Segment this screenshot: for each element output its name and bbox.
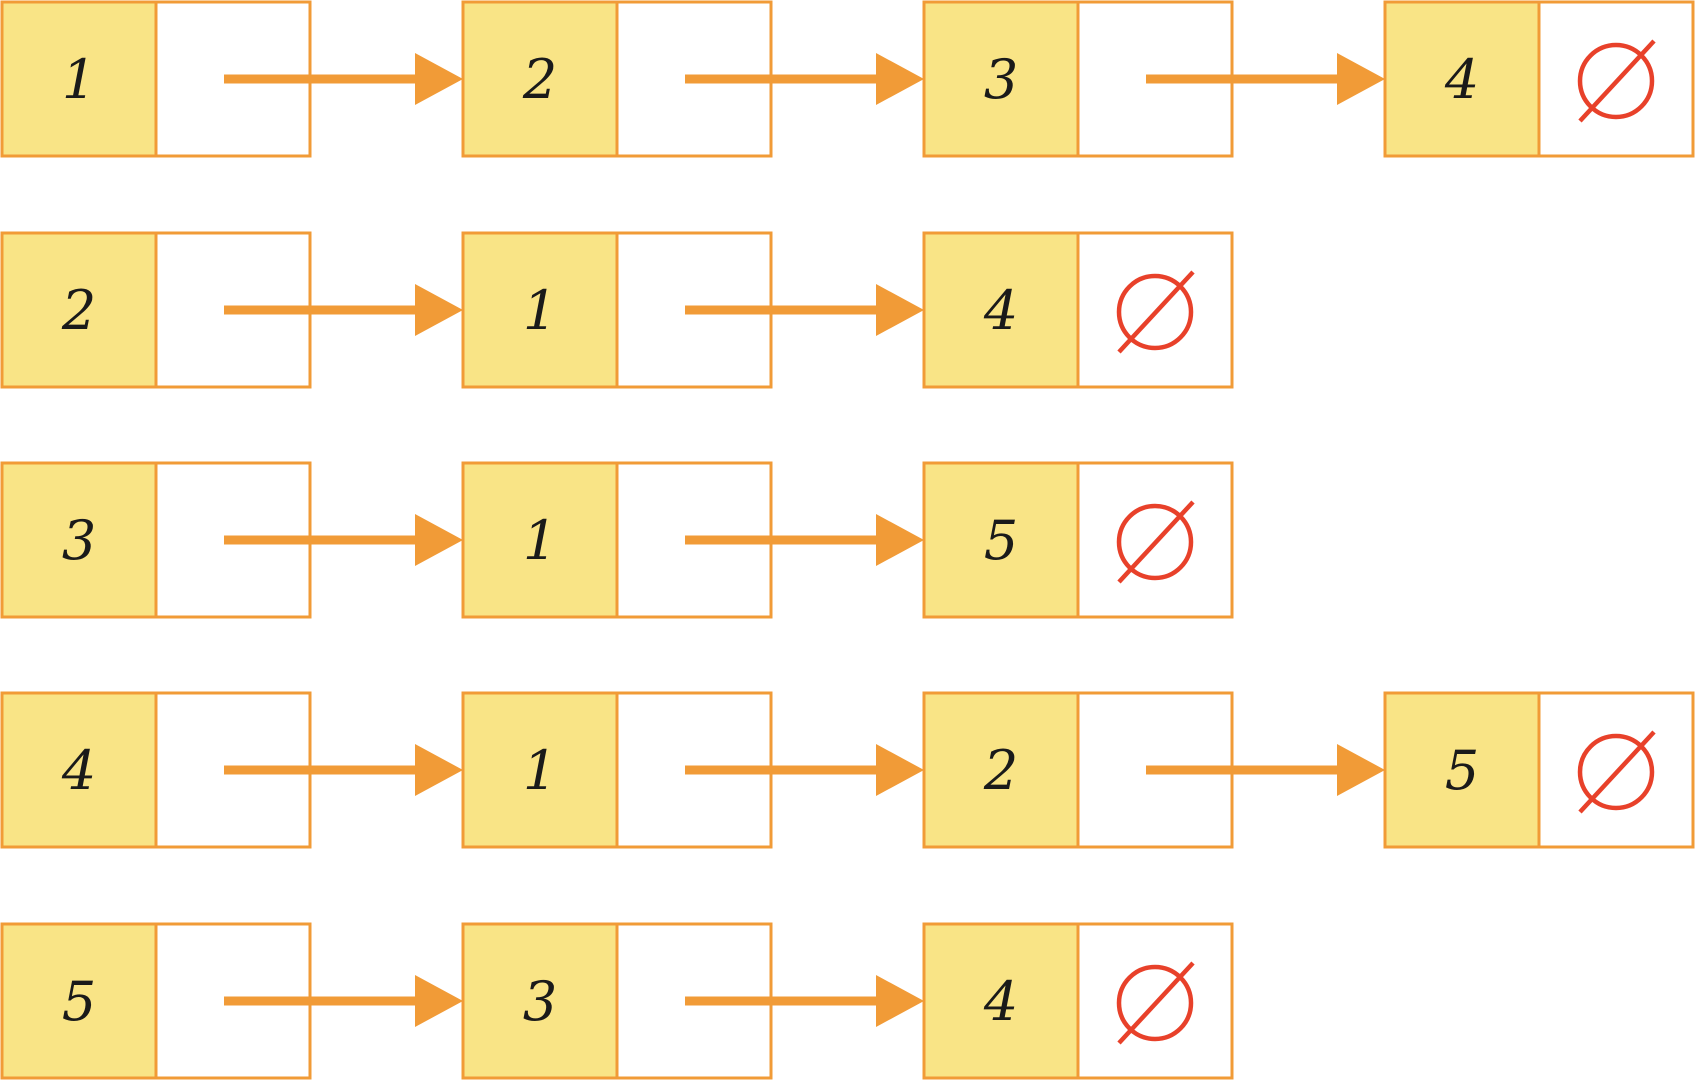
list-head-node: 2 [0,231,312,389]
adjacency-list-row: 5 3 4 [0,922,1234,1080]
node-value-cell [461,231,619,389]
arrow-right-icon [224,514,463,566]
empty-set-icon [1577,39,1656,123]
node-value-cell [0,231,158,389]
arrow-right-icon [224,744,463,796]
node-value-label: 2 [61,279,96,342]
node-value-cell [0,461,158,619]
arrow-right-icon [224,53,463,105]
node-value-cell [0,691,158,849]
arrow-right-icon [224,975,463,1027]
adjacency-list-row: 2 1 4 [0,231,1234,389]
node-value-label: 1 [523,739,557,802]
node-value-label: 5 [62,970,96,1033]
node-value-label: 4 [983,279,1018,342]
arrow-right-icon [685,744,924,796]
empty-set-icon [1116,270,1195,354]
list-node: 3 [461,922,773,1080]
arrow-right-icon [685,284,924,336]
arrow-right-icon [685,53,924,105]
node-value-label: 2 [522,48,557,111]
arrow-right-icon [224,284,463,336]
node-value-cell [1383,691,1541,849]
arrow-right-icon [685,975,924,1027]
node-value-cell [1383,0,1541,158]
node-value-cell [922,0,1080,158]
node-value-label: 5 [1445,739,1479,802]
node-value-label: 4 [1444,48,1479,111]
node-value-cell [461,691,619,849]
list-node: 4 [922,922,1234,1080]
list-head-node: 1 [0,0,312,158]
adjacency-list-row: 4 1 2 5 [0,691,1695,849]
node-value-label: 1 [62,48,96,111]
empty-set-icon [1577,730,1656,814]
list-node: 5 [1383,691,1695,849]
node-value-cell [922,922,1080,1080]
list-node: 4 [1383,0,1695,158]
node-value-label: 3 [523,970,557,1033]
empty-set-icon [1116,500,1195,584]
node-value-cell [461,0,619,158]
node-value-label: 3 [984,48,1018,111]
list-node: 5 [922,461,1234,619]
node-value-label: 4 [61,739,96,802]
node-value-cell [461,461,619,619]
node-value-cell [922,461,1080,619]
arrow-right-icon [1146,53,1385,105]
arrow-right-icon [685,514,924,566]
node-value-label: 4 [983,970,1018,1033]
node-value-label: 1 [523,279,557,342]
adjacency-list-row: 1 2 3 4 [0,0,1695,158]
arrow-right-icon [1146,744,1385,796]
node-value-cell [922,231,1080,389]
node-value-cell [0,0,158,158]
node-value-label: 1 [523,509,557,572]
empty-set-icon [1116,961,1195,1045]
node-value-label: 2 [983,739,1018,802]
list-node: 4 [922,231,1234,389]
node-value-label: 5 [984,509,1018,572]
list-node: 2 [922,691,1234,849]
adjacency-list-row: 3 1 5 [0,461,1234,619]
node-value-cell [922,691,1080,849]
list-node: 2 [461,0,773,158]
node-value-cell [461,922,619,1080]
list-node: 1 [461,691,773,849]
list-node: 3 [922,0,1234,158]
node-value-label: 3 [62,509,96,572]
